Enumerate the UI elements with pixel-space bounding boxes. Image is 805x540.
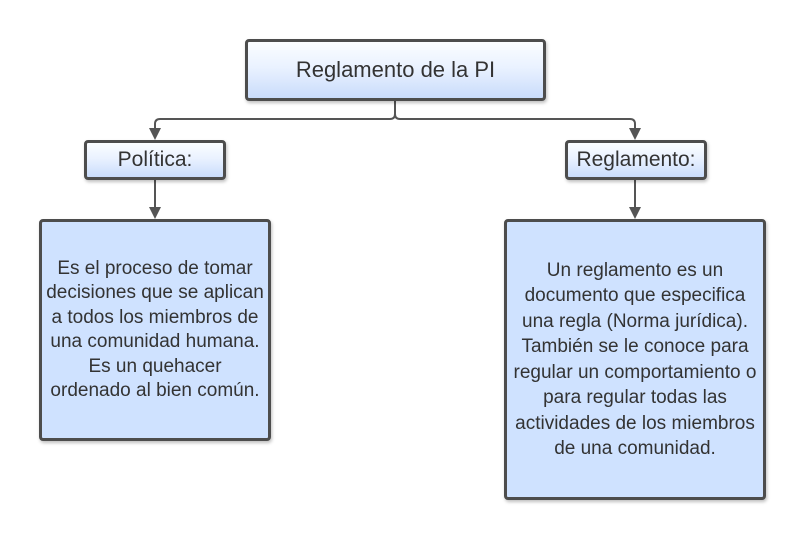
politica-description-text: Es el proceso de tomar decisiones que se… bbox=[46, 257, 264, 402]
reglamento-node: Reglamento: bbox=[565, 140, 707, 180]
root-node-label: Reglamento de la PI bbox=[295, 57, 496, 82]
connector-root-to-politica bbox=[149, 101, 396, 140]
root-node: Reglamento de la PI bbox=[245, 39, 546, 101]
reglamento-description-node: Un reglamento es un documento que especi… bbox=[504, 219, 766, 500]
politica-node: Política: bbox=[84, 140, 226, 180]
reglamento-description-text: Un reglamento es un documento que especi… bbox=[513, 259, 757, 460]
politica-description-node: Es el proceso de tomar decisiones que se… bbox=[39, 219, 271, 441]
reglamento-node-label: Reglamento: bbox=[576, 148, 696, 171]
politica-node-label: Política: bbox=[117, 148, 193, 171]
connector-root-to-reglamento bbox=[394, 101, 641, 140]
